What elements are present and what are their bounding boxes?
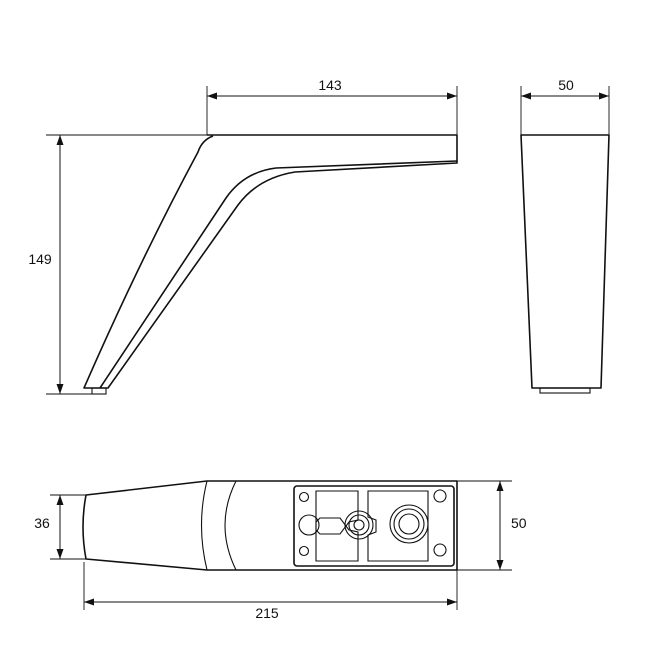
tip-width-arrow-bottom — [56, 549, 64, 559]
screw-hole-bottom-left — [298, 545, 310, 557]
center-boss-outer — [344, 510, 374, 540]
length-arrow-right — [447, 598, 457, 606]
side-height-label: 149 — [28, 251, 52, 267]
front-view-foot-pad — [539, 387, 591, 394]
plate-recess-left-lower — [315, 517, 359, 562]
front-view-outline — [520, 134, 610, 389]
front-width-label: 50 — [558, 77, 574, 93]
length-label: 215 — [255, 605, 279, 621]
front-width-arrow-right — [599, 92, 609, 100]
side-view-foot-pad — [91, 387, 107, 395]
center-boss-mid — [348, 514, 370, 536]
side-width-arrow-right — [447, 92, 457, 100]
base-width-arrow-top — [496, 481, 504, 491]
side-view-outer-outline — [83, 134, 458, 389]
tip-width-label: 36 — [34, 515, 50, 531]
bottom-view-curve-1 — [200, 480, 208, 571]
side-width-label: 143 — [318, 77, 342, 93]
large-boss-outer — [389, 504, 429, 544]
side-view: 143 149 — [28, 77, 458, 395]
tip-width-arrow-top — [56, 495, 64, 505]
screw-hole-top-left — [298, 491, 310, 503]
front-width-arrow-left — [521, 92, 531, 100]
bottom-view: 36 50 215 — [34, 480, 527, 621]
screw-hole-bottom-right — [433, 543, 447, 557]
length-arrow-left — [84, 598, 94, 606]
center-boss-inner — [353, 519, 365, 531]
base-width-arrow-bottom — [496, 560, 504, 570]
large-boss-mid — [393, 508, 425, 540]
bottom-view-curve-2 — [224, 480, 237, 571]
front-view: 50 — [520, 77, 610, 394]
side-height-arrow-top — [56, 135, 64, 145]
large-boss-inner — [398, 513, 420, 535]
side-width-arrow-left — [207, 92, 217, 100]
base-width-label: 50 — [511, 515, 527, 531]
side-height-arrow-bottom — [56, 384, 64, 394]
screw-hole-top-right — [433, 489, 447, 503]
bottom-view-outline — [82, 480, 458, 571]
side-hole-left — [298, 514, 320, 536]
side-view-inner-edge — [99, 160, 458, 389]
mounting-plate — [293, 485, 455, 567]
